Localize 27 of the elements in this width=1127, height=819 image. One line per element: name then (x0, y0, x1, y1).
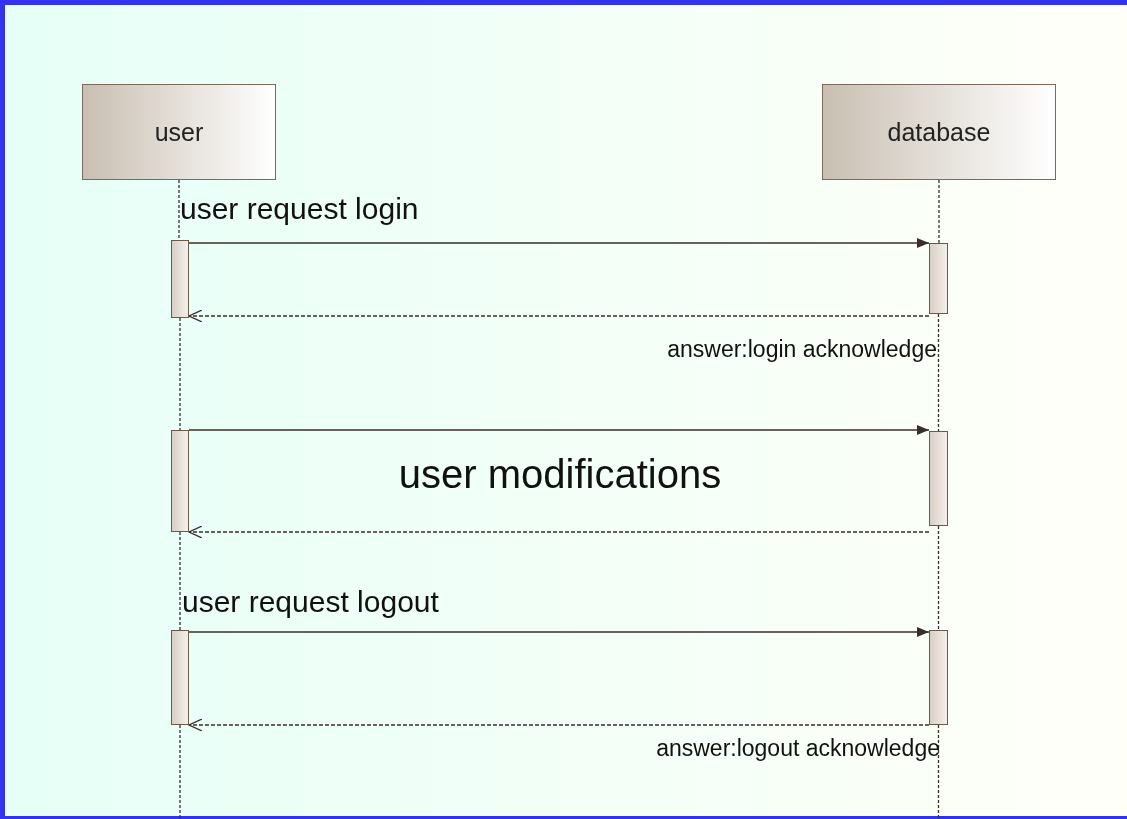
message-label: answer:login acknowledge (667, 336, 937, 363)
activation-bar (929, 431, 948, 526)
message-label: user request login (180, 192, 419, 226)
lifeline (938, 179, 940, 244)
lifeline (179, 317, 181, 431)
lifeline (179, 724, 181, 819)
message-label: answer:logout acknowledge (656, 735, 940, 762)
activation-bar (171, 430, 189, 532)
lifeline (937, 313, 940, 432)
message-arrow (188, 425, 930, 435)
lifeline (179, 531, 181, 631)
lifeline (178, 179, 180, 241)
activation-bar (929, 243, 948, 314)
participant-box: database (822, 84, 1056, 180)
message-arrow (188, 627, 930, 637)
activation-bar (929, 630, 948, 725)
message-label: user request logout (182, 585, 439, 619)
return-arrow (188, 525, 930, 539)
return-arrow (188, 309, 930, 323)
activation-bar (171, 240, 189, 318)
note-text: user modifications (398, 452, 722, 497)
message-arrow (188, 238, 930, 248)
activation-bar (171, 630, 189, 725)
lifeline (937, 525, 940, 631)
return-arrow (188, 718, 930, 732)
participant-box: user (82, 84, 276, 180)
lifeline (937, 724, 940, 819)
